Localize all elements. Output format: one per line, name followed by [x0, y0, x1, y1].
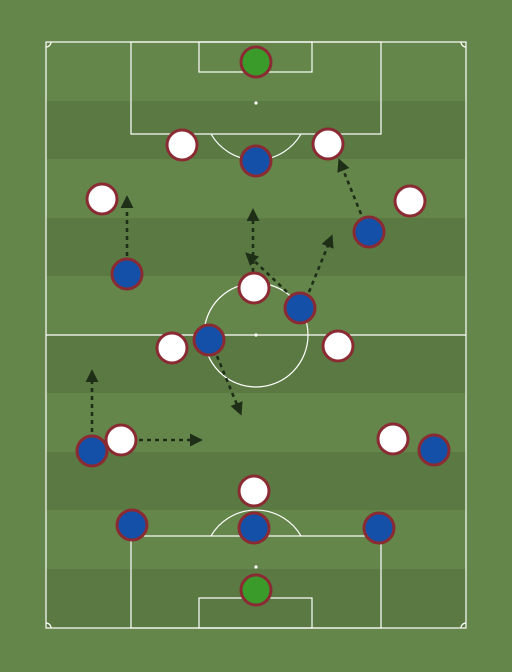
- bottom-penalty-spot: [254, 565, 258, 569]
- pitch-spots: [254, 101, 258, 569]
- white-player-marker: [376, 422, 410, 456]
- blue-player-marker: [362, 511, 396, 545]
- blue-player-marker: [237, 511, 271, 545]
- bottom-penalty-arc: [210, 509, 302, 537]
- white-player-marker: [165, 128, 199, 162]
- white-player-marker: [155, 331, 189, 365]
- blue-player-marker: [352, 215, 386, 249]
- movement-arrow: [337, 158, 363, 215]
- blue-player-marker: [110, 257, 144, 291]
- goalkeeper-bottom-marker: [239, 573, 273, 607]
- team-white-players: [85, 127, 427, 508]
- corner-arc-top-right: [460, 41, 467, 48]
- blue-player-marker: [283, 291, 317, 325]
- goalkeepers: [239, 45, 273, 607]
- white-player-marker: [321, 329, 355, 363]
- white-player-marker: [237, 474, 271, 508]
- movement-arrow: [245, 252, 288, 293]
- white-player-marker: [104, 423, 138, 457]
- blue-player-marker: [115, 508, 149, 542]
- blue-player-marker: [417, 433, 451, 467]
- white-player-marker: [393, 184, 427, 218]
- white-player-marker: [311, 127, 345, 161]
- movement-arrow: [215, 355, 243, 416]
- corner-arc-bottom-right: [460, 622, 467, 629]
- centre-spot: [254, 333, 258, 337]
- blue-player-marker: [239, 144, 273, 178]
- top-penalty-spot: [254, 101, 258, 105]
- corner-arc-bottom-left: [45, 622, 52, 629]
- blue-player-marker: [192, 323, 226, 357]
- white-player-marker: [237, 271, 271, 305]
- goalkeeper-top-marker: [239, 45, 273, 79]
- blue-player-marker: [75, 434, 109, 468]
- team-blue-players: [75, 144, 451, 545]
- white-player-marker: [85, 182, 119, 216]
- movement-arrows: [85, 158, 363, 447]
- corner-arc-top-left: [45, 41, 52, 48]
- movement-arrow: [307, 234, 334, 293]
